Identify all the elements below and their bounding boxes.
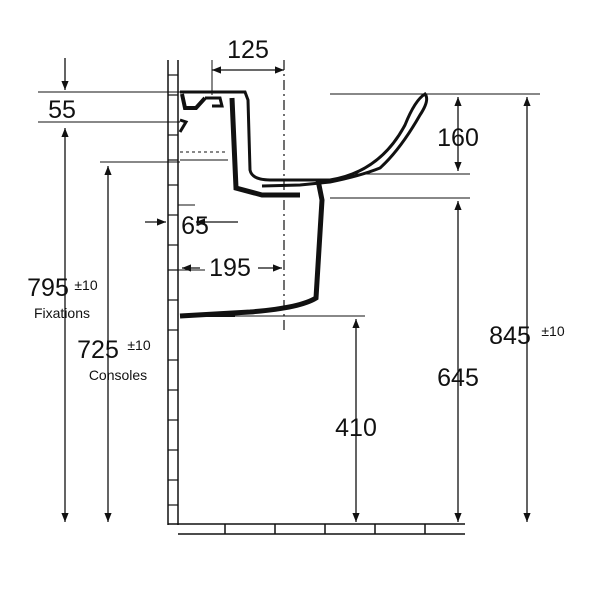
- floor: [168, 523, 465, 535]
- dim-label-55: 55: [48, 96, 76, 124]
- dim-label-845: 845: [489, 322, 531, 350]
- dim-tolerance-795: ±10: [74, 277, 97, 293]
- wall: [167, 60, 179, 525]
- dim-tolerance-725: ±10: [127, 337, 150, 353]
- dim-tolerance-845: ±10: [541, 323, 564, 339]
- extension-lines: [38, 60, 540, 317]
- dim-note-fixations: Fixations: [34, 305, 90, 321]
- dim-label-645: 645: [437, 364, 479, 392]
- dim-label-795: 795: [27, 274, 69, 302]
- washbasin-bowl: [178, 90, 429, 198]
- dim-label-410: 410: [335, 414, 377, 442]
- dim-note-consoles: Consoles: [89, 367, 147, 383]
- dim-label-160: 160: [437, 124, 479, 152]
- dim-label-65: 65: [181, 212, 209, 240]
- dim-label-125: 125: [227, 36, 269, 64]
- dimension-lines: [61, 58, 531, 522]
- pedestal-shroud: [179, 179, 325, 319]
- dim-label-195: 195: [209, 254, 251, 282]
- dim-label-725: 725: [77, 336, 119, 364]
